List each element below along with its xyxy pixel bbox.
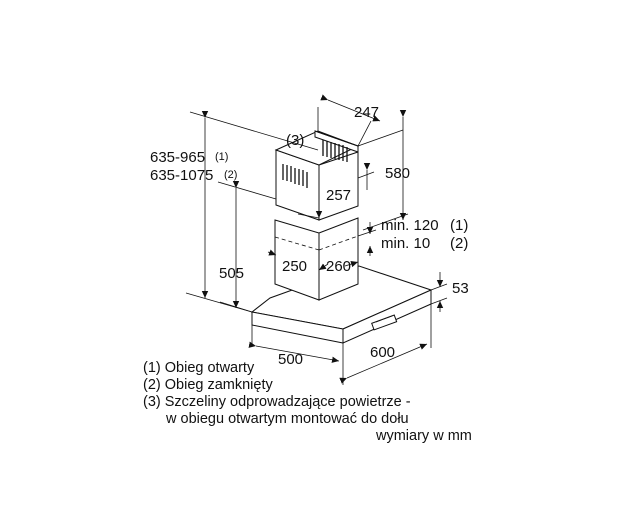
lower-chimney <box>274 217 359 301</box>
legend: (1) Obieg otwarty (2) Obieg zamknięty (3… <box>143 360 472 444</box>
canopy <box>250 265 433 344</box>
dim-vent-ref: (3) <box>286 132 304 149</box>
legend-item-1: (1) Obieg otwarty <box>143 360 255 376</box>
dim-gap-open: min. 120 <box>381 217 439 234</box>
dim-height-open: 635-965 <box>150 149 205 166</box>
legend-item-2: (2) Obieg zamknięty <box>143 377 273 393</box>
dim-chimney-width: 257 <box>326 187 351 204</box>
ventilation-slots <box>282 140 348 188</box>
dim-height-closed: 635-1075 <box>150 167 213 184</box>
dim-lower-height: 505 <box>219 265 244 282</box>
dim-height-closed-ref: (2) <box>224 169 237 181</box>
dim-lower-depth: 260 <box>326 258 351 275</box>
dim-canopy-width: 500 <box>278 351 303 368</box>
dim-gap-open-ref: (1) <box>450 217 468 234</box>
dimension-lines <box>185 94 448 385</box>
dim-gap-closed: min. 10 <box>381 235 430 252</box>
dim-canopy-depth: 600 <box>370 344 395 361</box>
dim-upper-height: 580 <box>385 165 410 182</box>
dim-chimney-depth: 247 <box>354 104 379 121</box>
legend-item-3: (3) Szczeliny odprowadzające powietrze - <box>143 394 411 410</box>
dim-gap-closed-ref: (2) <box>450 235 468 252</box>
legend-item-3-continued: w obiegu otwartym montować do dołu <box>165 411 409 427</box>
dim-lower-width: 250 <box>282 258 307 275</box>
dim-canopy-thickness: 53 <box>452 280 469 297</box>
units-note: wymiary w mm <box>375 428 472 444</box>
dim-height-open-ref: (1) <box>215 151 228 163</box>
